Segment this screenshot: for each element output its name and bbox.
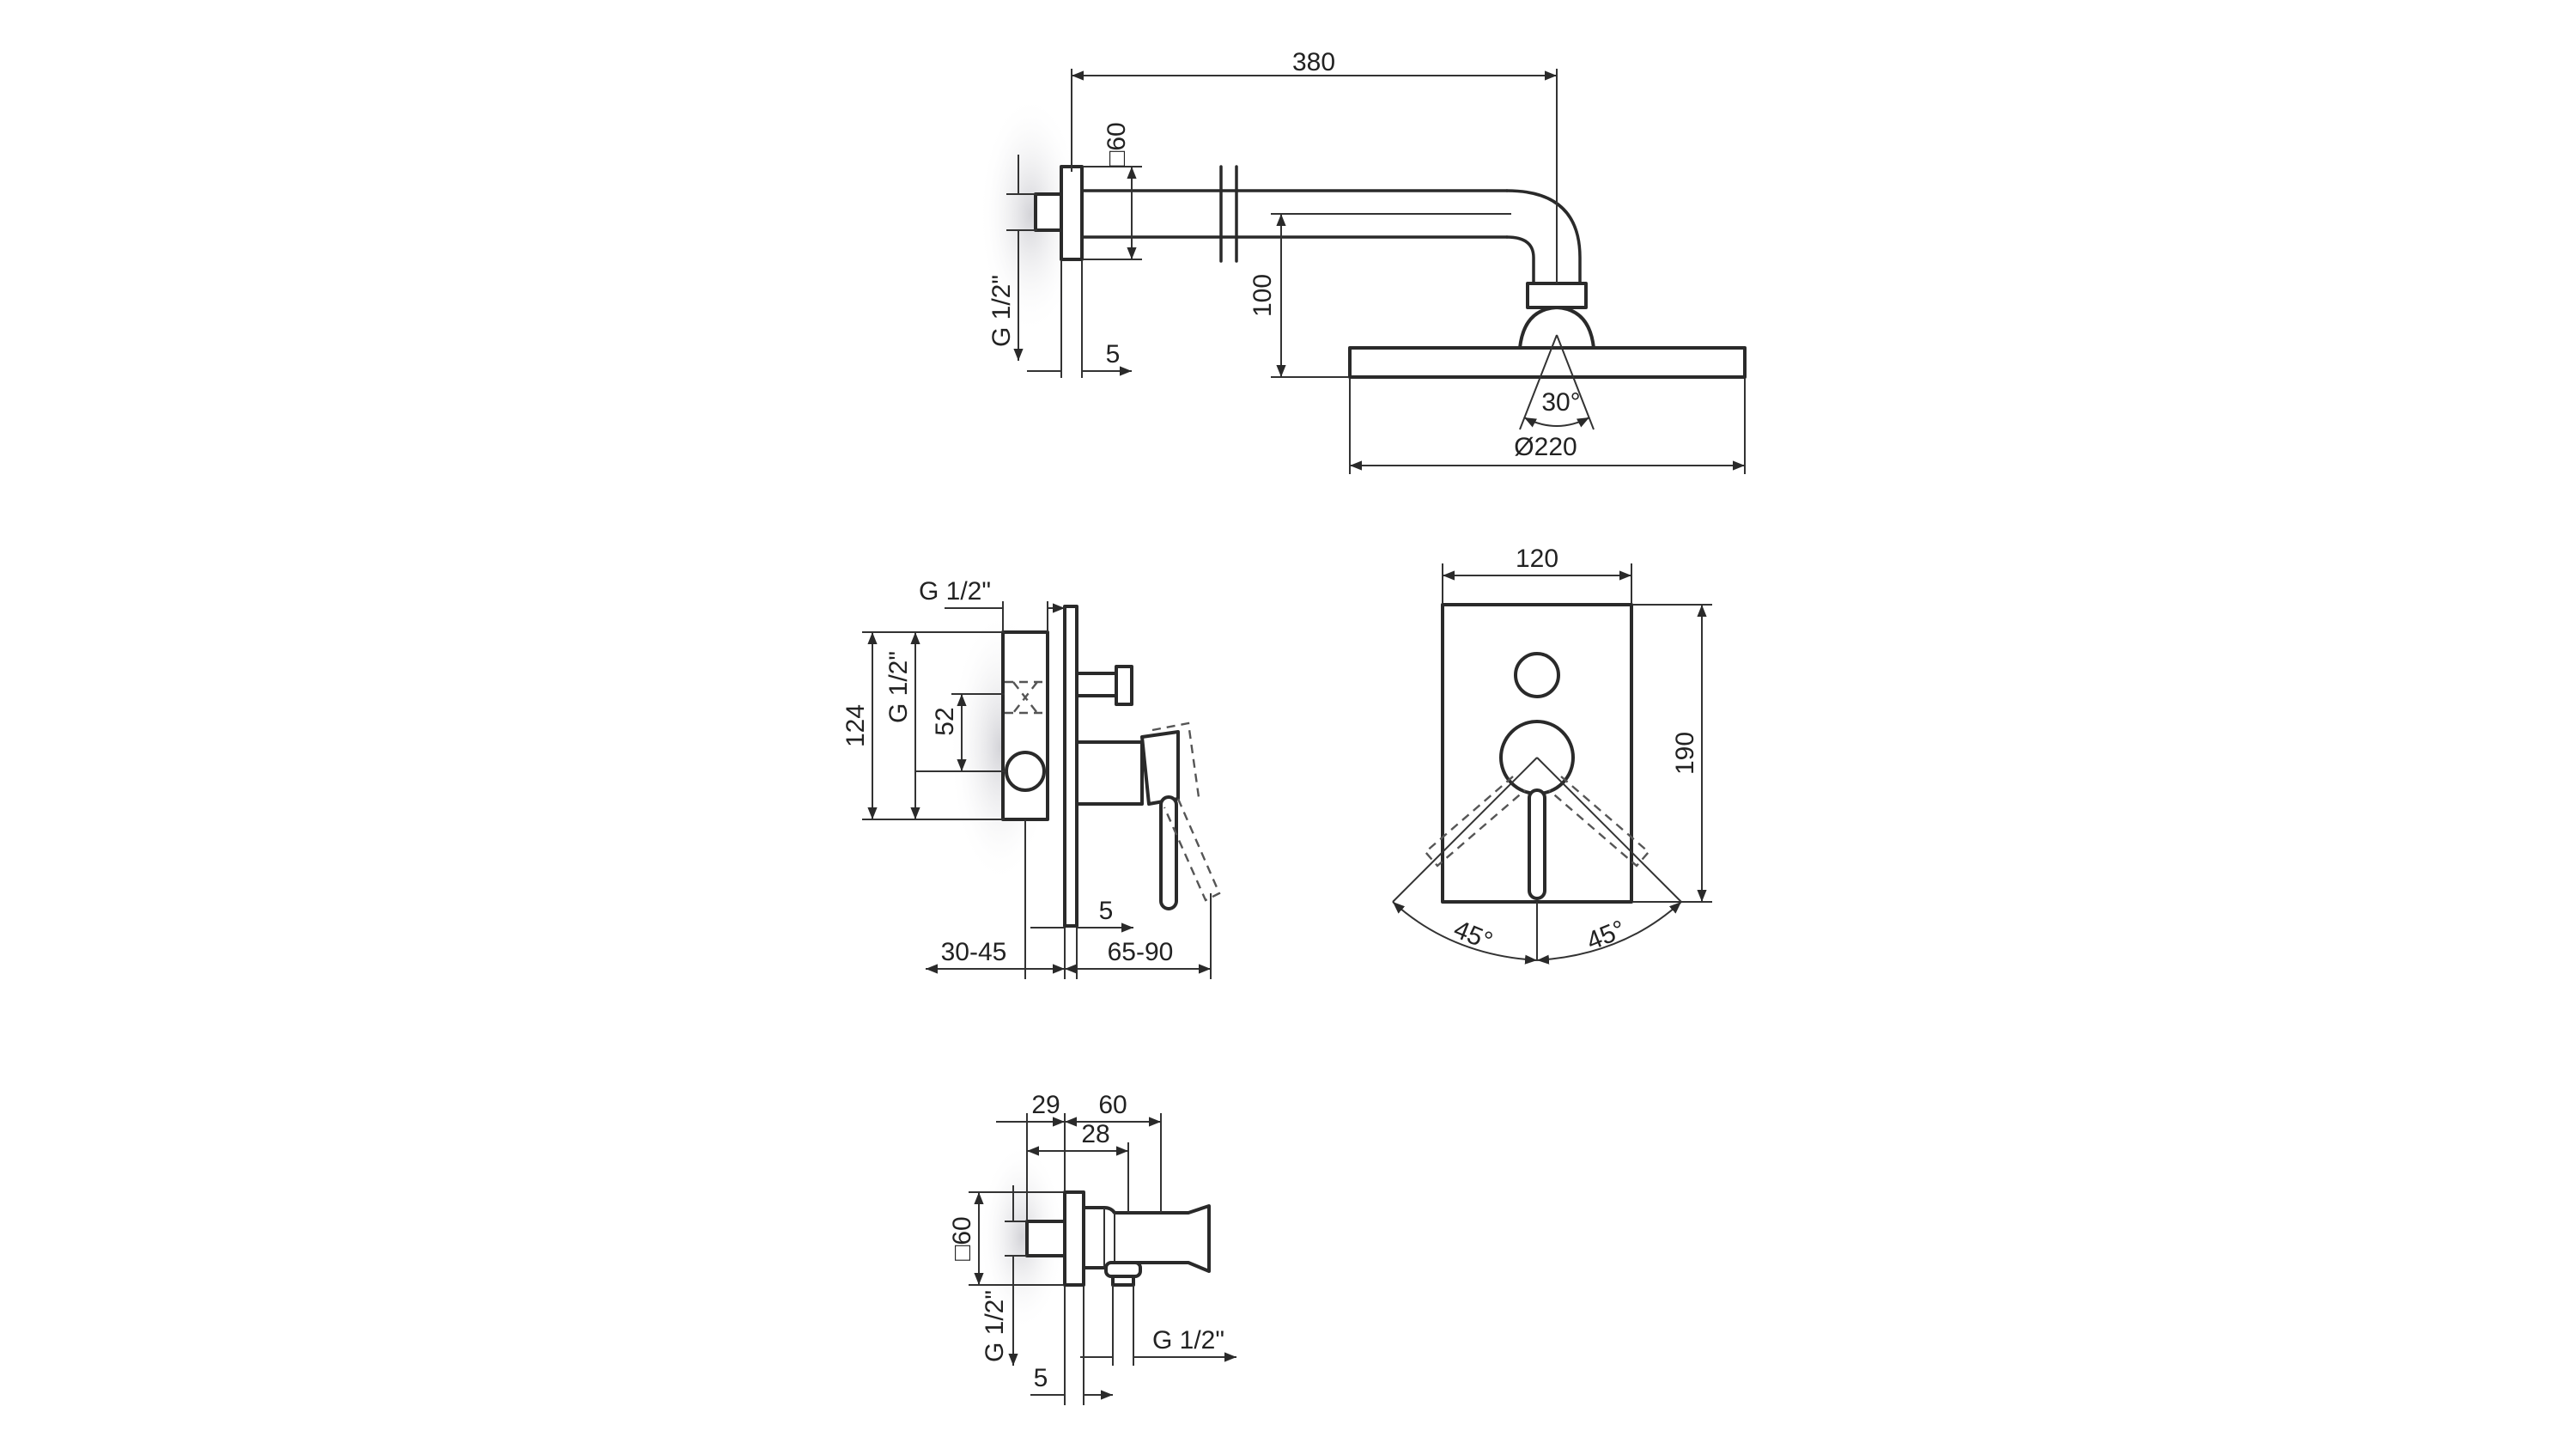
mixer-front-view: 45° 45° 120 190 [1392, 545, 1712, 965]
diverter-knob [1115, 665, 1133, 706]
dim-body-height: 124 [841, 704, 870, 747]
outlet-wall-connector [1025, 1220, 1066, 1257]
dim-depth-behind: 29 [1031, 1091, 1060, 1119]
dim-outlet-offset: 28 [1081, 1120, 1109, 1148]
dim-plate-width: 120 [1516, 545, 1558, 573]
dim-arm-length: 380 [1292, 48, 1335, 76]
dim-outlet-projection: 60 [1098, 1091, 1127, 1119]
dim-plate-5-ext [1064, 928, 1078, 979]
dim-hose-thread-ext [1112, 1285, 1134, 1366]
hose-connector [1104, 1261, 1142, 1278]
outlet-flange [1063, 1190, 1085, 1287]
mixer-side-view: G 1/2" 124 G 1/2" 52 5 30-45 65-90 [841, 577, 1221, 979]
dim-head-diameter: Ø220 [1514, 433, 1577, 461]
hose-thread [1111, 1275, 1135, 1287]
shower-head [1348, 346, 1747, 379]
dim-outlet-spacing: 52 [931, 707, 959, 735]
angle-arc-left [1392, 901, 1538, 965]
dim-outlet-flange-thickness: 5 [1034, 1364, 1048, 1392]
arm-nut [1526, 282, 1588, 309]
wall-connector [1034, 192, 1063, 232]
lever-angle-right: 45° [1583, 915, 1629, 956]
dim-60-extensions [1084, 166, 1142, 260]
head-ball-joint [1518, 306, 1595, 350]
dim-flange-square: □60 [1103, 122, 1131, 167]
dim-wall-thread-ext [1005, 1221, 1027, 1257]
outlet-body-detail [1103, 1208, 1115, 1268]
body-internal-lines [1005, 680, 1046, 715]
angle-arc-right [1536, 901, 1682, 965]
dim-5-extensions [1060, 261, 1083, 378]
wall-shadow [979, 94, 1082, 335]
spray-angle-lines [1519, 334, 1595, 430]
lever-alt-position [1151, 721, 1221, 902]
dim-hose-thread: G 1/2" [1152, 1326, 1224, 1355]
lever-angle-left: 45° [1449, 915, 1496, 956]
dim-depth-ext [1024, 819, 1212, 979]
lever-alt-right [1548, 776, 1650, 868]
outlet-connector [1005, 751, 1046, 792]
shower-arm [1080, 189, 1509, 239]
dim-top-thread-ext [1002, 601, 1048, 632]
mixer-cartridge [1075, 740, 1144, 806]
arm-break-mark [1219, 165, 1238, 263]
spray-angle-arc [1523, 417, 1590, 428]
dim-wall-depth: 30-45 [941, 938, 1007, 966]
dim-outlet-thread: G 1/2" [884, 651, 913, 723]
dim-head-height: 100 [1249, 274, 1277, 317]
spray-angle-label: 30° [1541, 388, 1580, 417]
shower-arm-view: 380 □60 G 1/2" 5 100 30° Ø220 [979, 48, 1747, 474]
mixer-lever [1140, 730, 1180, 806]
lever-handle [1159, 795, 1178, 910]
arm-flange [1060, 165, 1084, 261]
hose-outlet-view: 29 60 28 □60 G 1/2" G 1/2" 5 [948, 1091, 1236, 1405]
cover-plate [1063, 605, 1078, 928]
dim-plate-height: 190 [1671, 732, 1699, 775]
shower-arm-bend [1505, 189, 1582, 287]
dim-100-extensions [1271, 213, 1511, 378]
dim-inlet-thread-top: G 1/2" [919, 577, 991, 606]
dim-120-extensions [1442, 563, 1632, 603]
front-lever [1528, 788, 1546, 900]
dim-outlet-flange-square: □60 [948, 1216, 976, 1261]
dim-thread-extensions [1006, 193, 1037, 231]
dim-arm-thread: G 1/2" [987, 275, 1016, 347]
dim-380-extensions [1071, 69, 1558, 283]
diverter-button [1514, 652, 1560, 698]
lever-alt-left [1424, 776, 1526, 868]
dim-outlet-5-ext [1064, 1287, 1084, 1405]
dim-220-extensions [1349, 379, 1746, 474]
diverter-stem [1075, 672, 1118, 697]
outlet-body [1082, 1204, 1211, 1273]
dim-mixer-projection: 65-90 [1108, 938, 1174, 966]
dim-124-extensions [862, 631, 1005, 820]
dim-sq60-ext [969, 1191, 1063, 1286]
dim-outlet-wall-thread: G 1/2" [981, 1290, 1009, 1362]
dim-plate-thickness: 5 [1099, 897, 1114, 925]
dim-arm-flange-thickness: 5 [1106, 340, 1121, 368]
